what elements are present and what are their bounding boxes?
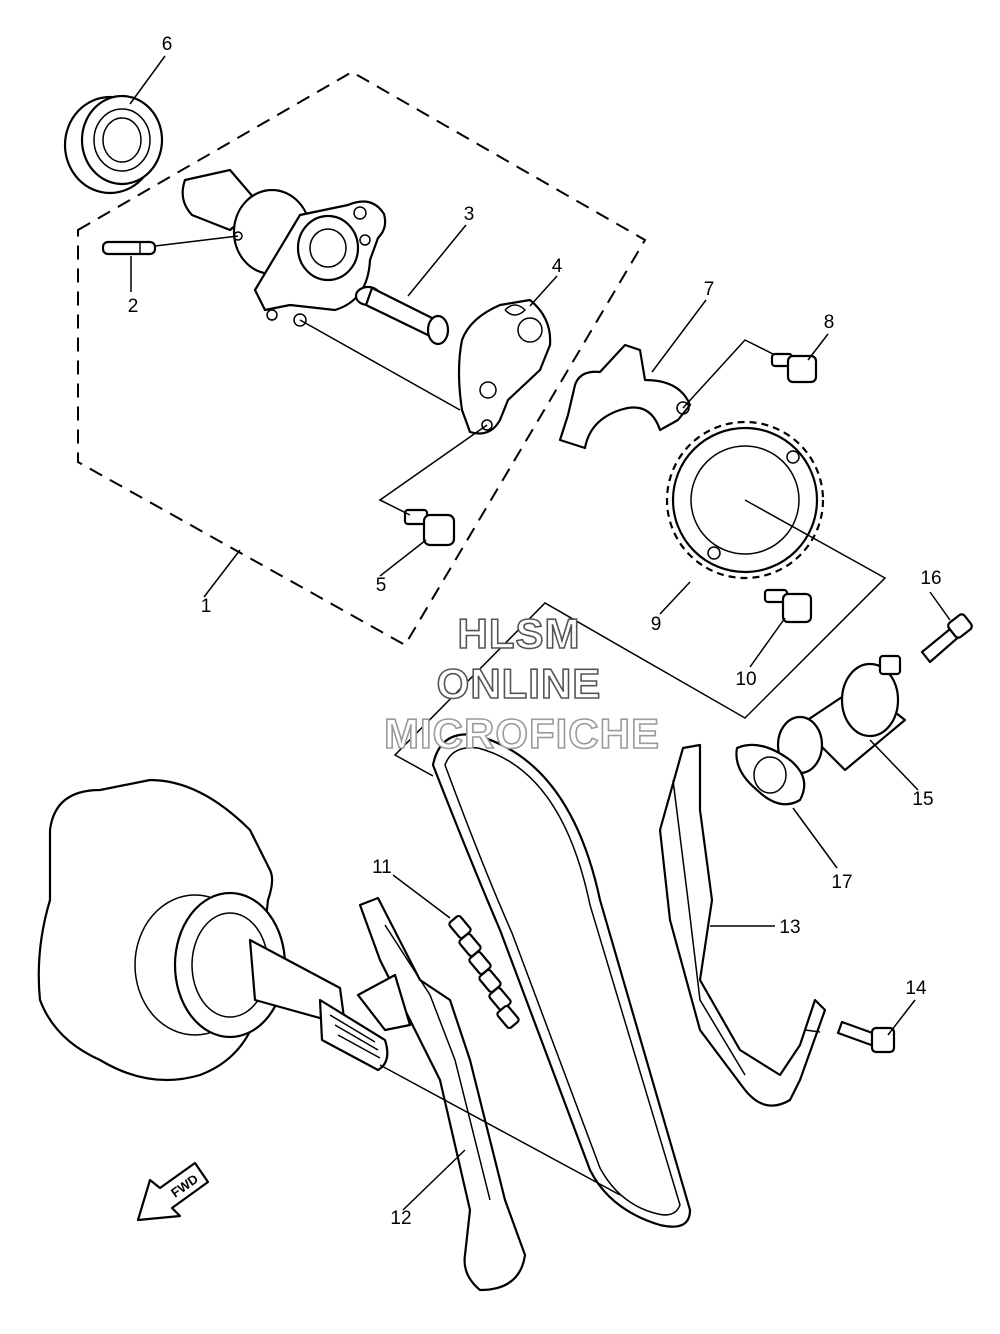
gasket-part[interactable] (735, 743, 806, 806)
bolt-16-part[interactable] (920, 613, 973, 664)
watermark-line-2: ONLINE (437, 660, 602, 707)
part-label-1[interactable]: 1 (201, 596, 212, 617)
part-label-5[interactable]: 5 (376, 575, 387, 596)
part-label-2[interactable]: 2 (128, 296, 139, 317)
dowel-pin-part[interactable] (101, 231, 243, 256)
bolt-8-part[interactable] (770, 352, 818, 384)
part-label-11[interactable]: 11 (372, 857, 392, 878)
part-label-8[interactable]: 8 (824, 312, 835, 333)
bearing-part[interactable] (63, 94, 164, 195)
part-label-4[interactable]: 4 (552, 256, 563, 277)
part-label-12[interactable]: 12 (390, 1208, 411, 1229)
tensioner-part[interactable] (776, 654, 907, 775)
part-label-10[interactable]: 10 (735, 669, 756, 690)
watermark-line-1: HLSM (458, 610, 581, 657)
camshaft-assembly-boundary (77, 70, 647, 647)
camshaft-part[interactable] (181, 168, 387, 327)
decompression-lever-part[interactable] (457, 298, 552, 435)
crankshaft-part (37, 778, 389, 1082)
bolt-14-part[interactable] (836, 1020, 896, 1054)
watermark-line-3: MICROFICHE (384, 710, 660, 757)
part-label-13[interactable]: 13 (779, 917, 800, 938)
chain-guide-part[interactable] (356, 896, 527, 1292)
part-labels: 1 2 3 4 5 6 7 8 9 10 11 12 13 14 15 16 1… (128, 34, 942, 1229)
watermark: HLSM ONLINE MICROFICHE (383, 609, 660, 758)
part-label-7[interactable]: 7 (704, 279, 715, 300)
part-label-14[interactable]: 14 (905, 978, 927, 999)
part-label-15[interactable]: 15 (912, 789, 933, 810)
leader-lines (129, 55, 951, 1211)
timing-chain-part[interactable] (431, 733, 692, 1228)
bolt-5-part[interactable] (403, 508, 456, 547)
retainer-plate-part[interactable] (558, 343, 692, 450)
fwd-arrow-icon: FWD (136, 1161, 210, 1222)
part-label-3[interactable]: 3 (464, 204, 475, 225)
part-label-9[interactable]: 9 (651, 614, 662, 635)
decompression-shaft-part[interactable] (354, 285, 450, 346)
part-label-6[interactable]: 6 (162, 34, 173, 55)
chain-links-detail (448, 914, 520, 1030)
part-label-17[interactable]: 17 (831, 872, 852, 893)
part-label-16[interactable]: 16 (920, 568, 941, 589)
tensioner-guide-part[interactable] (658, 743, 827, 1107)
bolt-10-part[interactable] (763, 588, 813, 624)
